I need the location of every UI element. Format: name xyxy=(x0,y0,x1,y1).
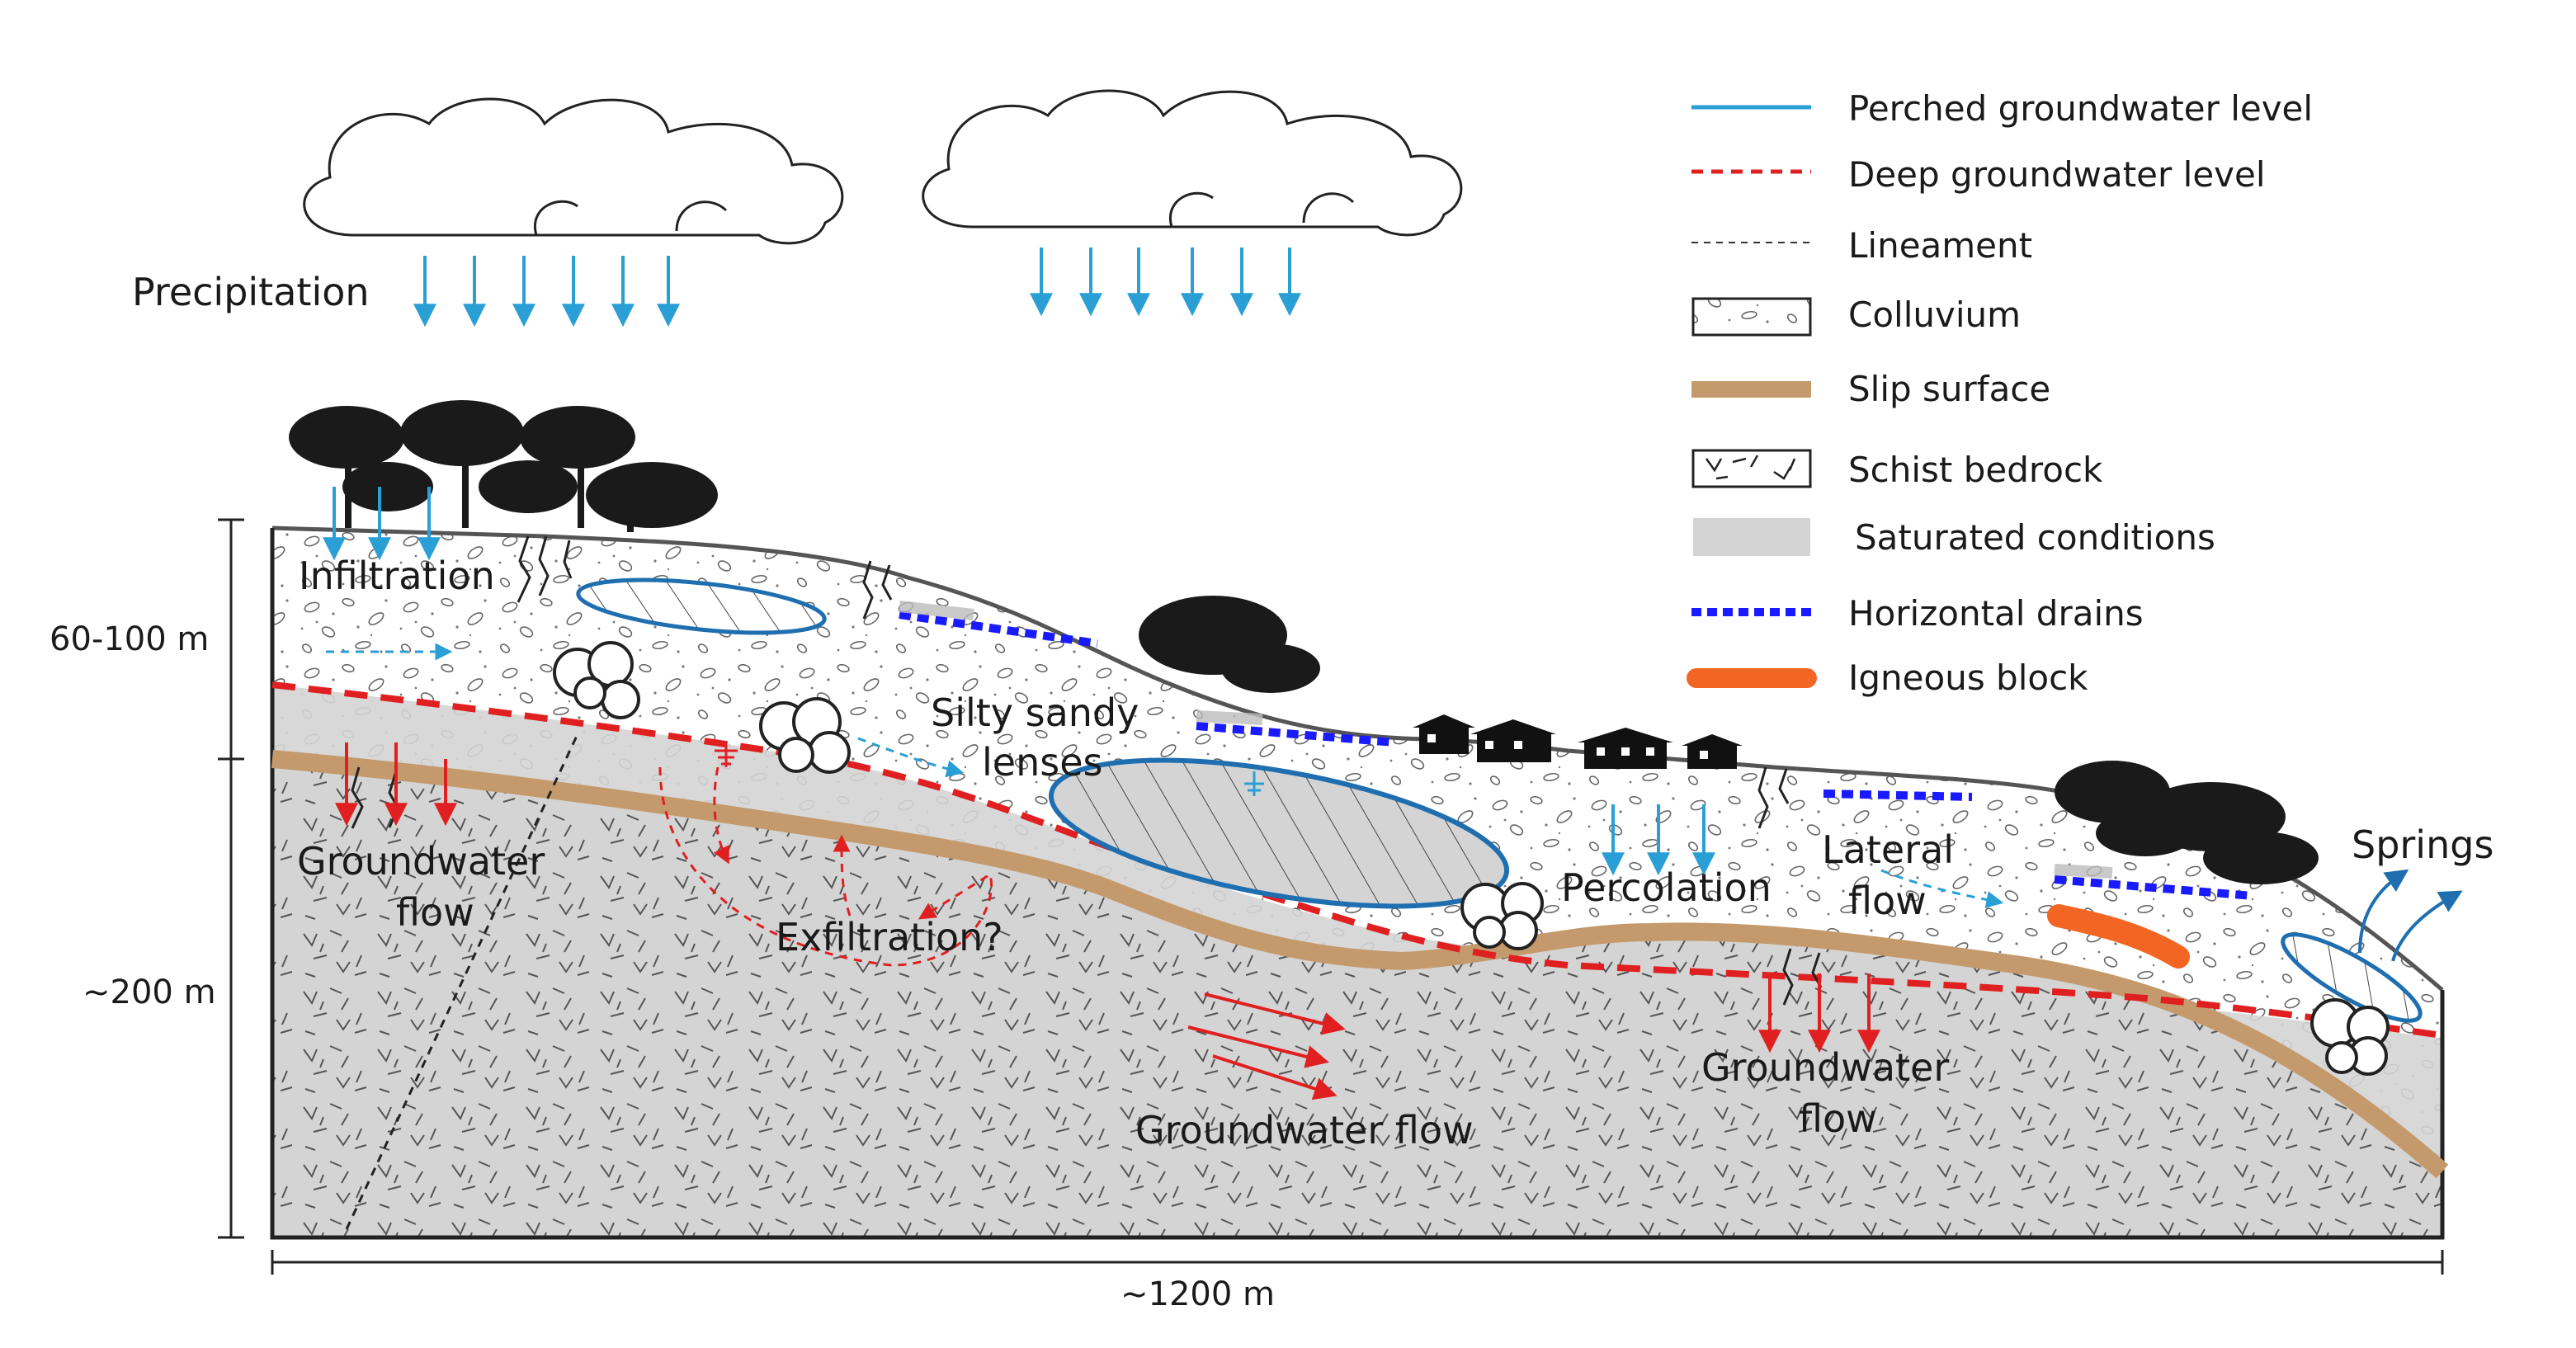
groundwater-flow-center-label: Groundwater flow xyxy=(1135,1108,1474,1152)
infiltration-label: Infiltration xyxy=(299,554,495,598)
tree-icon xyxy=(289,400,718,532)
groundwater-flow-left-label: Groundwater xyxy=(297,839,545,884)
depth-label-lower: ~200 m xyxy=(83,973,216,1011)
precipitation-arrows xyxy=(413,247,1301,328)
lateral-flow-label: Lateral xyxy=(1822,827,1954,872)
groundwater-flow-left-label-2: flow xyxy=(396,890,474,935)
groundwater-flow-right-label: Groundwater xyxy=(1701,1045,1949,1090)
tree-icon xyxy=(2055,761,2319,884)
silty-sandy-label: Silty sandy xyxy=(931,690,1139,735)
legend-label-slip: Slip surface xyxy=(1848,369,2050,409)
section-border xyxy=(270,528,2445,1240)
infiltration-arrows xyxy=(323,487,441,561)
horizontal-drains xyxy=(899,610,2253,900)
legend-label-perched: Perched groundwater level xyxy=(1848,88,2313,129)
depth-label-top: 60-100 m xyxy=(50,620,209,658)
legend-label-colluvium: Colluvium xyxy=(1848,295,2021,335)
springs-arrows xyxy=(2358,869,2463,962)
boulder-icon xyxy=(2310,998,2390,1076)
lineament-line xyxy=(345,733,579,1230)
precipitation-label: Precipitation xyxy=(132,270,370,314)
legend-label-lineament: Lineament xyxy=(1848,225,2032,266)
slip-surface xyxy=(271,750,2449,1179)
cloud-icon xyxy=(303,97,844,245)
boulder-icon xyxy=(759,697,851,774)
legend-label-drains: Horizontal drains xyxy=(1848,593,2144,634)
legend-label-igneous: Igneous block xyxy=(1848,658,2088,698)
boulder-icon xyxy=(1460,882,1544,950)
length-label: ~1200 m xyxy=(1121,1275,1275,1313)
sandy-lens xyxy=(576,577,827,635)
sandy-lens xyxy=(1048,757,1510,909)
exfiltration-arrows xyxy=(658,766,993,967)
lateral-flow-arrows xyxy=(326,643,2004,908)
springs-label: Springs xyxy=(2352,822,2493,867)
percolation-label: Percolation xyxy=(1561,865,1772,910)
legend-symbol-colluvium xyxy=(1691,297,1812,337)
deep-groundwater-line xyxy=(271,681,2443,1039)
legend: Perched groundwater level Deep groundwat… xyxy=(1687,88,2313,698)
silty-sandy-label-2: lenses xyxy=(982,740,1102,785)
percolation-arrows xyxy=(1602,804,1715,876)
groundwater-flow-arrows xyxy=(335,742,1880,1101)
sandy-lens xyxy=(2281,932,2423,1023)
boulder-icon xyxy=(553,641,640,719)
legend-label-saturated: Saturated conditions xyxy=(1855,517,2215,558)
legend-label-schist: Schist bedrock xyxy=(1848,450,2103,490)
legend-symbol-saturated xyxy=(1693,518,1810,556)
tree-icon xyxy=(1139,596,1320,693)
groundwater-flow-right-label-2: flow xyxy=(1799,1096,1877,1141)
exfiltration-label: Exfiltration? xyxy=(776,915,1003,959)
dimension-lines xyxy=(218,518,2444,1275)
igneous-block xyxy=(2047,904,2190,969)
legend-symbol-schist xyxy=(1691,449,1812,488)
lateral-flow-label-2: flow xyxy=(1848,879,1927,923)
legend-label-deep: Deep groundwater level xyxy=(1848,154,2266,195)
cloud-icon xyxy=(922,89,1463,237)
